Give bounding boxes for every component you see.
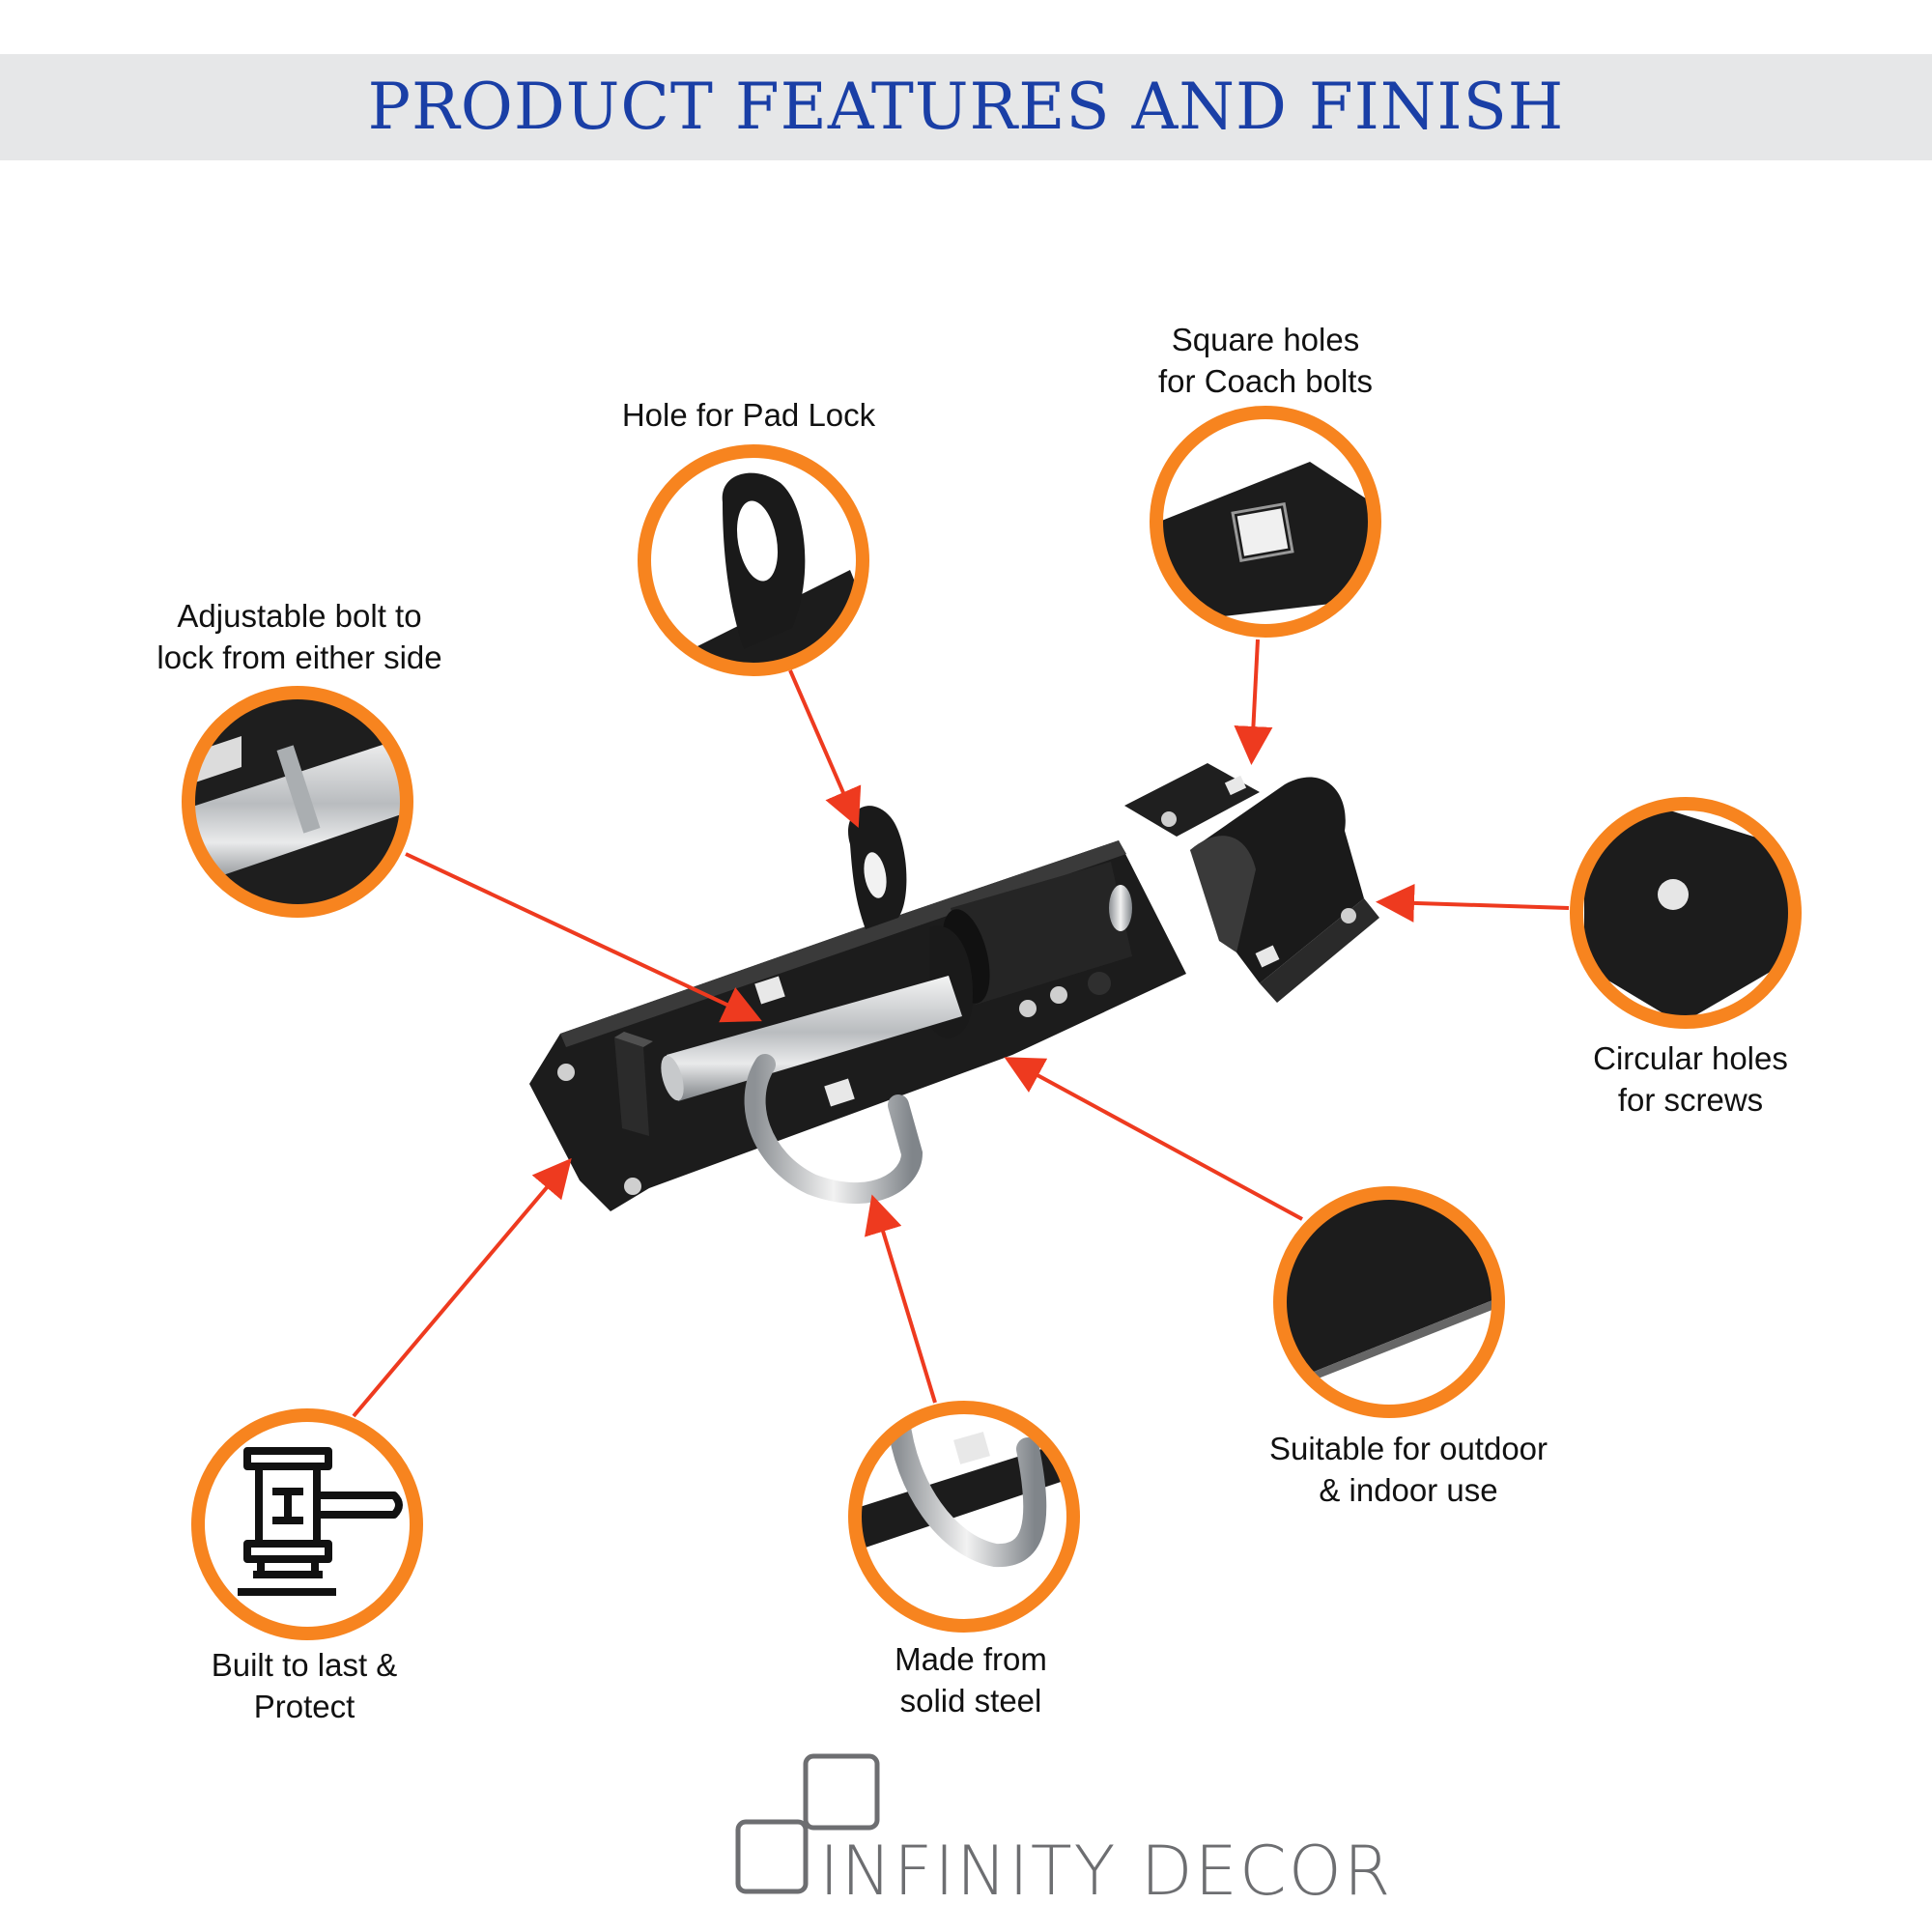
callout-pad-lock: Hole for Pad Lock: [580, 394, 918, 436]
callout-text: lock from either side: [156, 639, 442, 675]
bolt-barrel-housing: [951, 862, 1132, 1005]
callout-text: Hole for Pad Lock: [621, 397, 876, 433]
square-hole: [754, 976, 785, 1005]
barrel-bolt-product: [529, 806, 1186, 1211]
header-banner: [0, 54, 1932, 160]
square-hole: [824, 1078, 855, 1107]
arrow-solid-steel: [865, 1194, 937, 1404]
screw-hole: [1019, 1000, 1037, 1017]
brand-logo-mark: [735, 1753, 880, 1894]
arrow-square-holes: [1234, 639, 1273, 765]
callout-text: Made from: [895, 1641, 1047, 1677]
arrow-built-to-last: [352, 1157, 572, 1418]
screw-hole: [624, 1178, 641, 1195]
zoom-circle-square-holes: [1150, 406, 1381, 638]
arrow-adjustable-bolt: [405, 852, 762, 1023]
callout-arrows: [352, 639, 1570, 1418]
zoom-circle-circular-holes: [1570, 797, 1802, 1029]
gavel-icon: [238, 1447, 403, 1596]
callout-square-holes: Square holes for Coach bolts: [1121, 319, 1410, 402]
brand-name: INFINITY DECOR: [819, 1832, 1393, 1911]
callout-text: Built to last &: [211, 1647, 398, 1683]
zoom-circle-adjustable-bolt: [182, 686, 413, 918]
callout-text: solid steel: [899, 1683, 1042, 1719]
callout-text: & indoor use: [1319, 1472, 1498, 1508]
bolt-keeper: [1124, 763, 1379, 1003]
callout-text: for screws: [1617, 1082, 1764, 1118]
arrow-outdoor-indoor: [1004, 1057, 1303, 1221]
screw-hole: [557, 1064, 575, 1081]
page-title: PRODUCT FEATURES AND FINISH: [367, 70, 1565, 144]
callout-adjustable-bolt: Adjustable bolt to lock from either side: [145, 595, 454, 678]
callout-text: Protect: [253, 1689, 355, 1724]
callout-built-to-last: Built to last & Protect: [164, 1644, 444, 1727]
steel-bolt-rod: [667, 976, 962, 1101]
arrow-circular-holes: [1376, 883, 1570, 923]
callout-text: Suitable for outdoor: [1268, 1431, 1548, 1466]
zoom-circle-built-to-last: [191, 1408, 423, 1640]
zoom-circle-pad-lock: [638, 444, 869, 676]
callout-circular-holes: Circular holes for screws: [1555, 1037, 1826, 1121]
zoom-circle-outdoor-indoor: [1273, 1186, 1505, 1418]
callout-text: Adjustable bolt to: [177, 598, 422, 634]
screw-hole: [1050, 986, 1067, 1004]
callout-text: Square holes: [1171, 322, 1360, 357]
callout-solid-steel: Made from solid steel: [840, 1638, 1101, 1721]
arrow-pad-lock: [788, 669, 862, 829]
steel-u-handle: [744, 1054, 923, 1204]
callout-text: for Coach bolts: [1158, 363, 1373, 399]
zoom-circle-solid-steel: [848, 1401, 1080, 1633]
callout-text: Circular holes: [1593, 1040, 1788, 1076]
callout-outdoor-indoor: Suitable for outdoor & indoor use: [1225, 1428, 1592, 1511]
